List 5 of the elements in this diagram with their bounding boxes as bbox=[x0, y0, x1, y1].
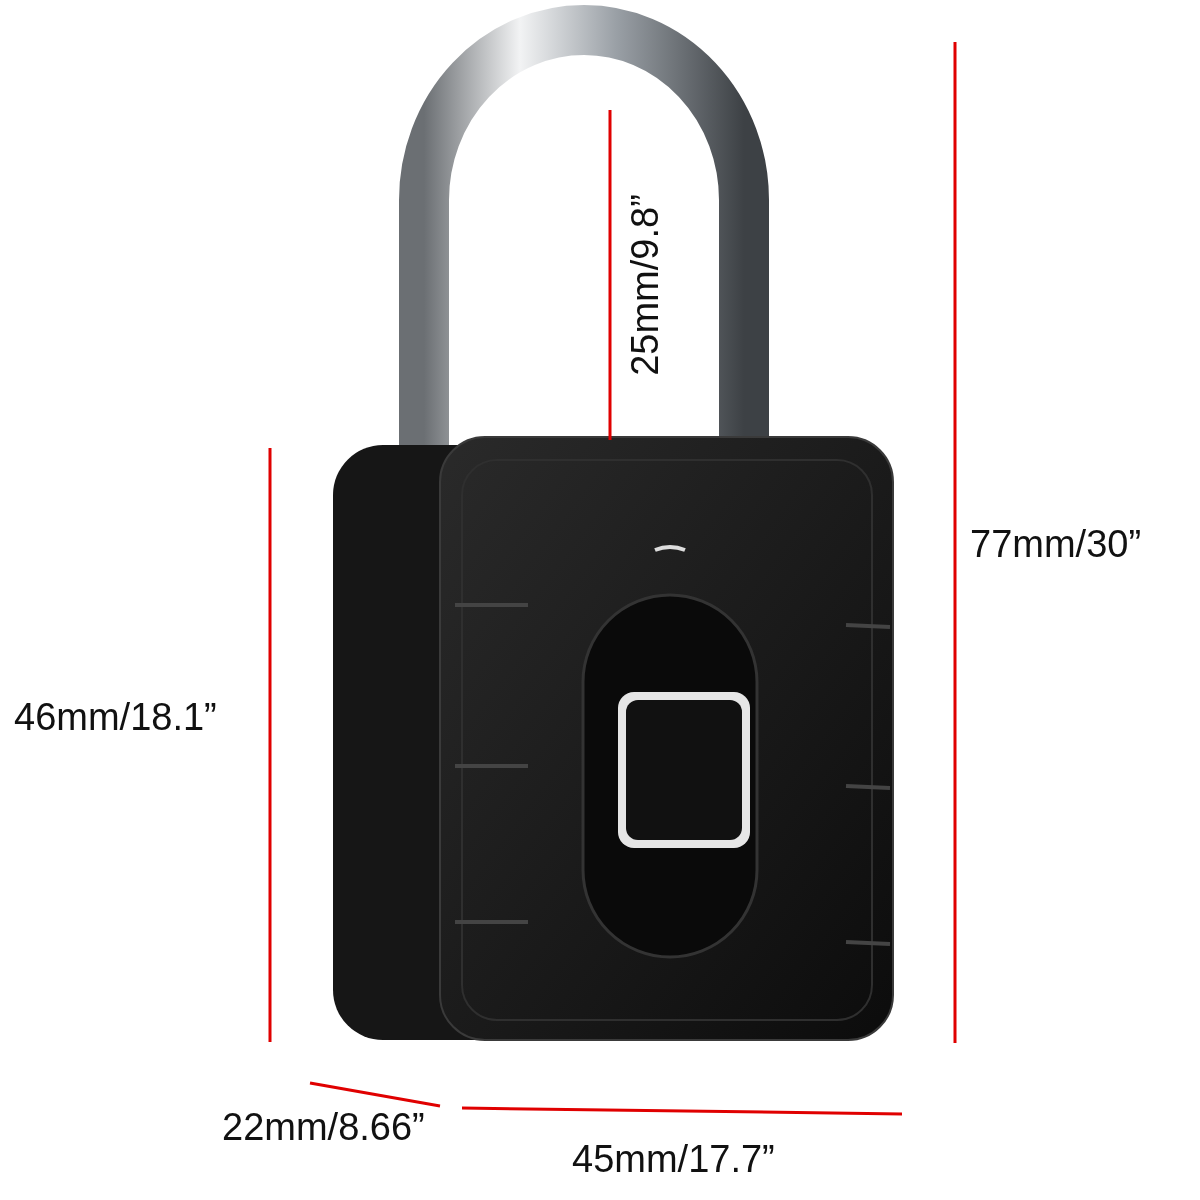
dimension-label: 77mm/30” bbox=[970, 525, 1142, 563]
dimension-label: 22mm/8.66” bbox=[222, 1108, 425, 1146]
dimension-label: 46mm/18.1” bbox=[14, 698, 217, 736]
dimension-label: 45mm/17.7” bbox=[572, 1140, 775, 1178]
dimension-label: 25mm/9.8” bbox=[626, 194, 664, 376]
